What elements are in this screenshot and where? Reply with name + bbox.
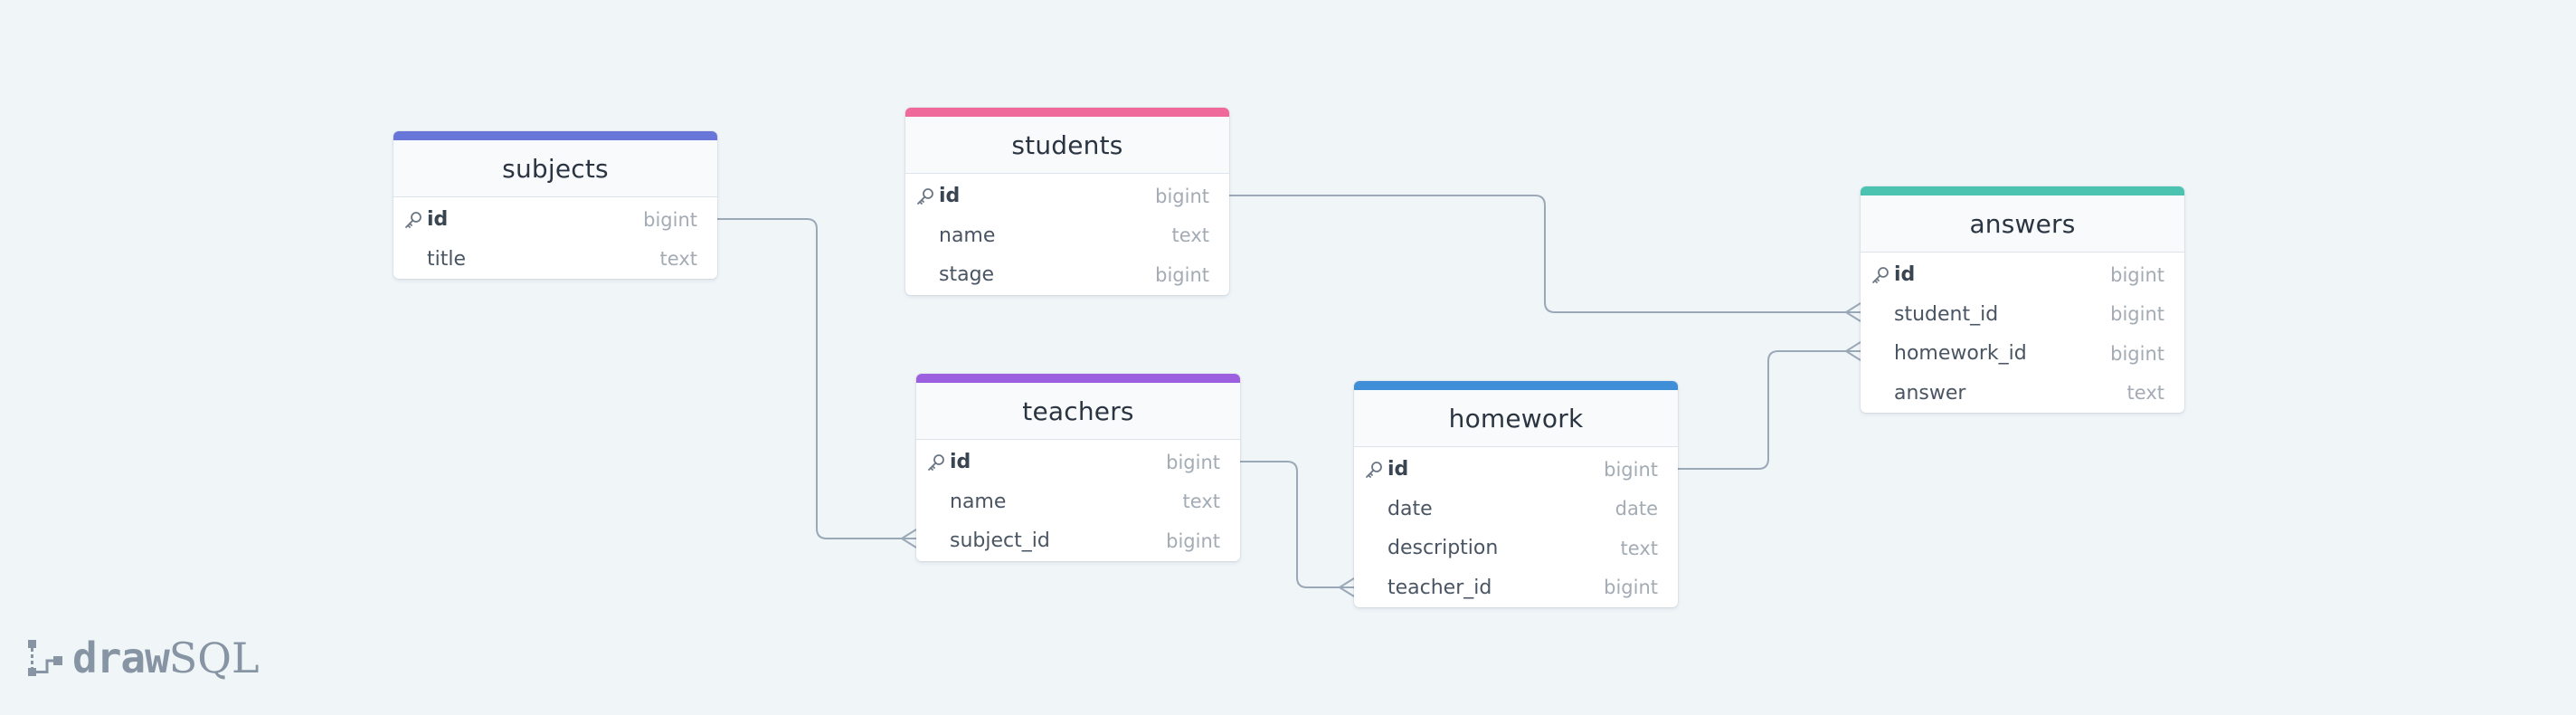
table-columns: id bigint name text subject_id bigint [916,443,1240,561]
column-type: bigint [1155,185,1209,207]
column-type: bigint [2110,342,2164,365]
table-accent-bar [916,374,1240,383]
logo-text-sql: SQL [168,634,260,682]
table-accent-bar [1861,186,2184,195]
column-type: text [659,248,697,271]
table-title: subjects [502,153,609,184]
column-name: title [427,247,467,271]
key-icon [405,211,421,228]
table-subjects[interactable]: subjects id bigint title text [393,131,717,279]
table-title: homework [1448,403,1584,434]
column-type: date [1615,498,1658,520]
column-name: id [1894,263,1916,287]
table-header[interactable]: teachers [916,383,1240,440]
column-row-homework-id[interactable]: homework_id bigint [1861,334,2184,374]
drawsql-logo-icon [28,640,62,676]
column-row-name[interactable]: name text [905,216,1229,256]
column-type: bigint [1166,451,1220,473]
table-header[interactable]: homework [1354,390,1678,447]
column-type: bigint [1604,577,1658,599]
column-row-id[interactable]: id bigint [393,200,717,240]
table-columns: id bigint title text [393,200,717,279]
column-name: name [950,490,1007,513]
column-name: subject_id [950,529,1050,553]
table-accent-bar [905,108,1229,117]
column-type: text [2126,382,2164,405]
table-header[interactable]: answers [1861,195,2184,253]
table-header[interactable]: students [905,117,1229,174]
table-columns: id bigint student_id bigint homework_id … [1861,255,2184,413]
column-type: bigint [643,208,697,231]
column-name: id [1387,458,1409,481]
table-teachers[interactable]: teachers id bigint name text subject_id … [916,374,1240,561]
column-type: text [1620,537,1658,559]
column-row-id[interactable]: id bigint [1861,255,2184,295]
column-row-teacher-id[interactable]: teacher_id bigint [1354,568,1678,608]
column-row-answer[interactable]: answer text [1861,374,2184,414]
table-columns: id bigint date date description text tea… [1354,450,1678,607]
column-type: bigint [1604,458,1658,481]
column-name: homework_id [1894,342,2027,366]
column-row-description[interactable]: description text [1354,529,1678,568]
column-name: id [939,185,961,208]
column-name: id [950,451,971,474]
column-name: teacher_id [1387,576,1492,599]
key-icon [1366,461,1382,478]
relationship-teachers-homework[interactable] [1240,461,1355,597]
table-title: teachers [1022,396,1134,426]
column-name: student_id [1894,302,1999,326]
table-homework[interactable]: homework id bigint date date description… [1354,381,1678,607]
column-name: description [1387,537,1499,560]
key-icon [1872,266,1889,283]
column-name: date [1387,497,1433,520]
column-type: bigint [1155,263,1209,286]
relationship-students-answers[interactable] [1229,195,1861,322]
table-title: students [1011,129,1123,160]
column-row-stage[interactable]: stage bigint [905,255,1229,295]
column-type: bigint [2110,263,2164,286]
table-accent-bar [393,131,717,140]
relationship-subjects-teachers[interactable] [717,218,917,548]
column-name: answer [1894,381,1966,405]
table-title: answers [1969,208,2076,239]
column-row-date[interactable]: date date [1354,490,1678,529]
table-accent-bar [1354,381,1678,390]
column-type: text [1171,224,1209,247]
table-students[interactable]: students id bigint name text stage bigin… [905,108,1229,295]
column-type: bigint [2110,303,2164,326]
key-icon [917,187,933,205]
table-header[interactable]: subjects [393,140,717,197]
column-row-subject-id[interactable]: subject_id bigint [916,521,1240,561]
logo-text-draw: draw [72,634,170,682]
table-answers[interactable]: answers id bigint student_id bigint home… [1861,186,2184,413]
column-row-id[interactable]: id bigint [905,176,1229,216]
column-name: stage [939,263,995,287]
column-type: text [1182,491,1220,513]
column-row-id[interactable]: id bigint [1354,450,1678,490]
column-row-title[interactable]: title text [393,240,717,280]
table-columns: id bigint name text stage bigint [905,176,1229,295]
column-row-student-id[interactable]: student_id bigint [1861,295,2184,335]
column-row-name[interactable]: name text [916,482,1240,522]
column-name: name [939,224,996,247]
relationship-homework-answers[interactable] [1678,341,1861,470]
column-type: bigint [1166,529,1220,552]
key-icon [928,453,944,471]
column-row-id[interactable]: id bigint [916,443,1240,482]
column-name: id [427,208,449,232]
